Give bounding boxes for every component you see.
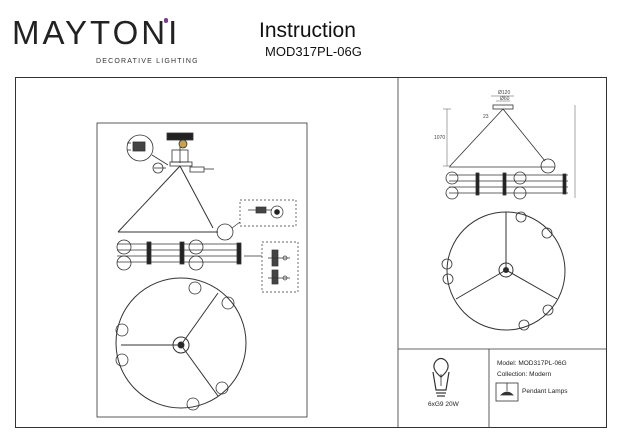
screw-icon	[178, 139, 188, 149]
dim-d23: 23	[483, 114, 489, 120]
side-elevation	[445, 104, 568, 200]
brand-text: MAYTONI	[12, 14, 181, 51]
ceiling-plate-icon	[166, 132, 194, 141]
assembly-panel	[96, 122, 308, 418]
logo-dot-icon	[164, 18, 168, 23]
bulb-icon	[432, 357, 450, 397]
canopy-group	[126, 132, 214, 174]
side-ring-view	[116, 239, 242, 271]
detail-callout-2	[244, 241, 299, 293]
page-title: Instruction	[259, 19, 356, 42]
top-view-ring-left	[115, 277, 247, 411]
dim-d120: Ø120	[498, 90, 510, 96]
collection-label: Collection: Modern	[497, 371, 552, 378]
document-frame	[15, 77, 607, 428]
model-code: MOD317PL-06G	[265, 44, 362, 59]
detail-callout-1	[231, 199, 297, 229]
dim-d60: Ø60	[500, 96, 510, 102]
model-label: Model: MOD317PL-06G	[497, 360, 567, 367]
dimension-lines	[443, 95, 576, 198]
brand-subtitle: DECORATIVE LIGHTING	[96, 58, 199, 65]
detail-circle-top	[126, 134, 154, 162]
pendant-lamp-icon	[495, 382, 519, 402]
type-label: Pendant Lamps	[522, 388, 568, 395]
lamp-spec: 6xG9 20W	[428, 401, 459, 408]
top-view-ring-right	[441, 211, 566, 331]
dim-height: 1070	[434, 135, 445, 141]
brand-logo: MAYTONI	[12, 16, 180, 49]
suspension-cable	[117, 165, 234, 241]
